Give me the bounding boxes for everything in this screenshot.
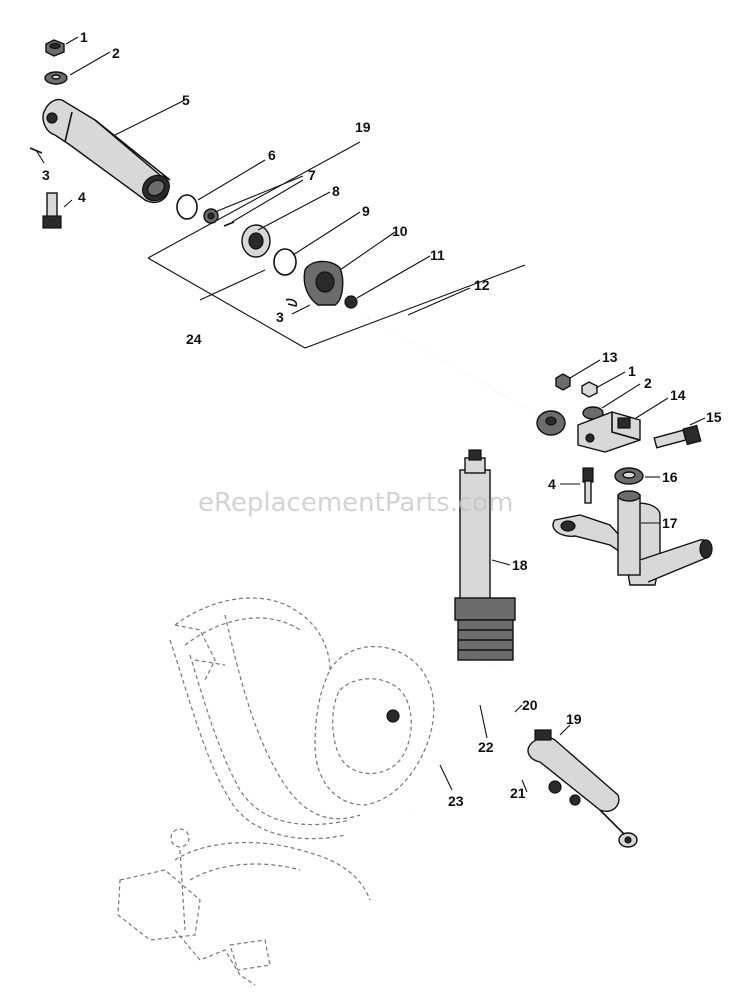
washer-part-11 — [344, 295, 358, 309]
group-bracket-lines — [147, 141, 526, 349]
hoses — [386, 661, 562, 812]
watermark: eReplacementParts.com — [198, 488, 514, 518]
o-ring-part-9 — [273, 248, 297, 276]
callout-3-middle: 3 — [276, 309, 284, 325]
hose-part-23 — [409, 664, 483, 811]
leader-lines — [35, 36, 706, 793]
steering-arm-part-17 — [552, 490, 713, 586]
steering-valve-part-18 — [454, 449, 516, 661]
callout-17: 17 — [662, 515, 678, 531]
callout-10: 10 — [392, 223, 408, 239]
callout-4: 4 — [78, 189, 86, 205]
clevis-part-14 — [577, 411, 641, 453]
ghost-transmission-assembly — [117, 597, 435, 986]
hose-part-22 — [394, 661, 476, 719]
washer-part-16 — [614, 467, 644, 485]
callout-19: 19 — [355, 119, 371, 135]
callout-12: 12 — [474, 277, 490, 293]
callout-11: 11 — [430, 247, 445, 263]
callout-6: 6 — [268, 147, 276, 163]
nut-part-1 — [581, 381, 598, 398]
callout-labels: 1 2 5 3 4 6 19 7 8 9 10 11 24 3 12 13 1 … — [42, 29, 722, 809]
callout-3: 3 — [42, 167, 50, 183]
callout-23: 23 — [448, 793, 464, 809]
callout-15: 15 — [706, 409, 722, 425]
piston-rod-part-12 — [367, 317, 566, 436]
callout-1: 1 — [80, 29, 88, 45]
bolt-part-15 — [653, 424, 702, 449]
callout-21: 21 — [510, 785, 526, 801]
hex-nut-part-1 — [45, 39, 65, 57]
pin-part-3 — [285, 298, 298, 307]
cylinder-barrel-part-5 — [42, 98, 171, 204]
bolt-part-4 — [582, 467, 594, 504]
nut-part-13 — [555, 373, 571, 391]
callout-22: 22 — [478, 739, 494, 755]
callout-18: 18 — [512, 557, 528, 573]
gland-part-10 — [303, 260, 344, 306]
callout-16: 16 — [662, 469, 678, 485]
callout-8: 8 — [332, 183, 340, 199]
callout-24: 24 — [186, 331, 202, 347]
callout-14: 14 — [670, 387, 686, 403]
cylinder-part-19 — [527, 729, 638, 848]
nut-part-7 — [203, 208, 235, 227]
callout-2: 2 — [112, 45, 120, 61]
callout-19-lower: 19 — [566, 711, 582, 727]
callout-20: 20 — [522, 697, 538, 713]
callout-7: 7 — [308, 167, 316, 183]
washer-part-2 — [44, 71, 68, 85]
callout-2-right: 2 — [644, 375, 652, 391]
o-ring-part-6 — [176, 194, 198, 220]
piston-part-8 — [241, 224, 271, 258]
callout-1-right: 1 — [628, 363, 636, 379]
callout-9: 9 — [362, 203, 370, 219]
callout-5: 5 — [182, 92, 190, 108]
bolt-part-4 — [42, 192, 62, 229]
callout-13: 13 — [602, 349, 618, 365]
callout-4-right: 4 — [548, 476, 556, 492]
